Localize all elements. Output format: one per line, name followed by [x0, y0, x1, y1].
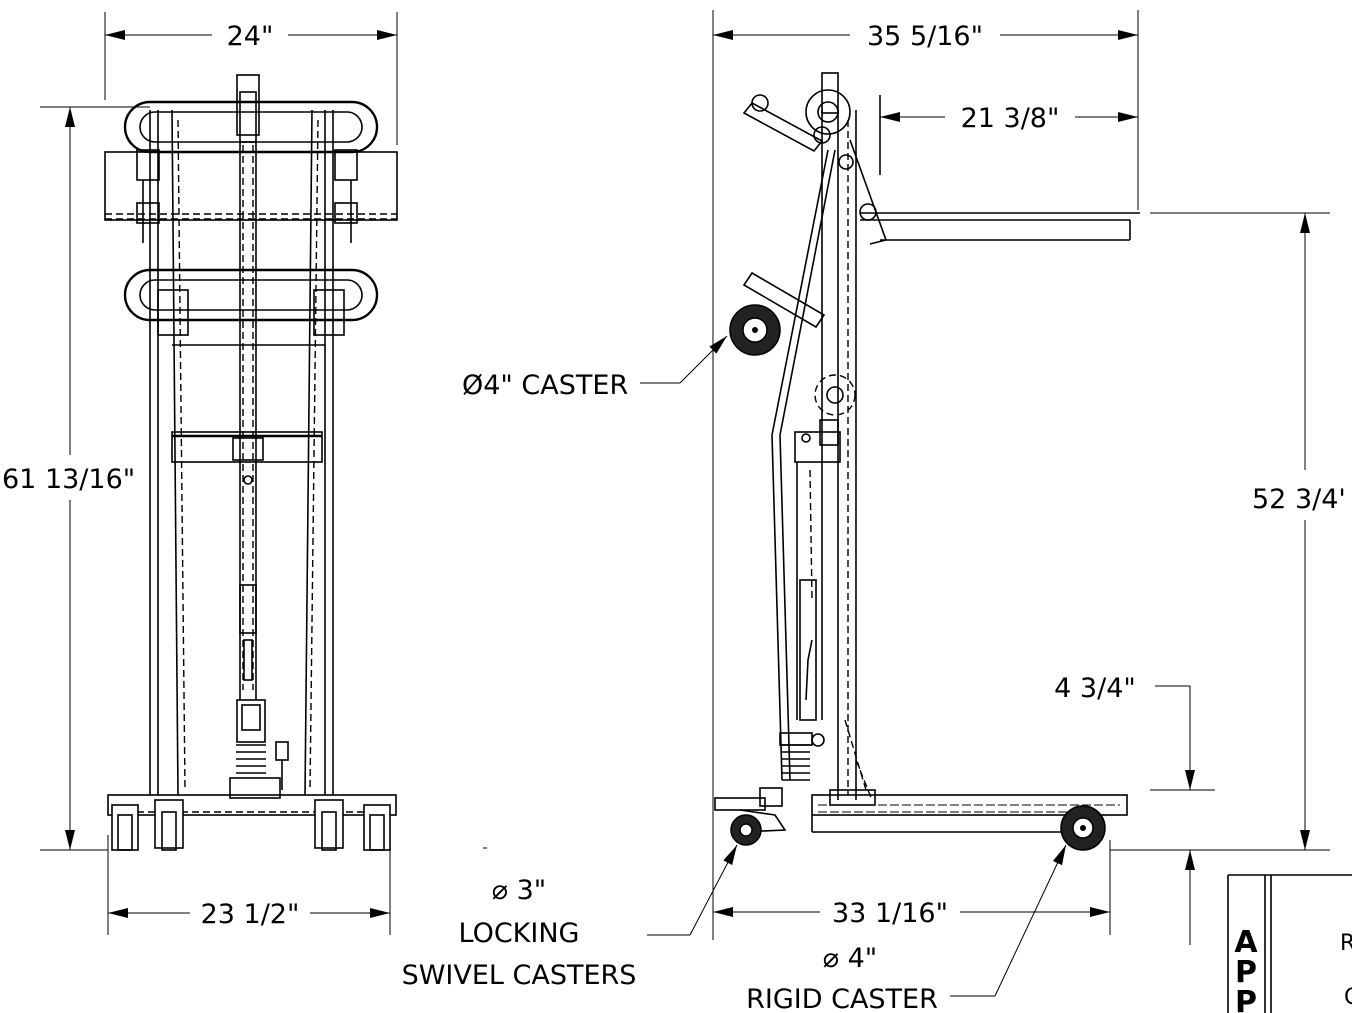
title-block-letter-p1: P: [1235, 955, 1257, 990]
title-block-letter-p2: P: [1235, 985, 1257, 1013]
front-view: [104, 74, 487, 851]
dim-side-platform-length: 21 3/8": [961, 103, 1060, 134]
front-casters: [111, 799, 391, 851]
callout-locking-line1: LOCKING: [459, 918, 580, 949]
callouts: Ø4" CASTER ⌀ 3" LOCKING SWIVEL CASTERS ⌀…: [402, 335, 1067, 1013]
callout-locking-diameter: ⌀ 3": [492, 875, 546, 906]
side-dimensions: 35 5/16" 21 3/8" 52 3/4' 4 3/4" 33 1/16": [712, 10, 1346, 945]
title-block: A P P R C: [1227, 874, 1352, 1013]
callout-caster-4: Ø4" CASTER: [462, 370, 628, 401]
callout-locking-line2: SWIVEL CASTERS: [402, 960, 637, 991]
title-block-row1: R: [1340, 931, 1352, 956]
dim-side-overall-length: 35 5/16": [867, 21, 983, 52]
title-block-row2: C: [1344, 985, 1352, 1010]
dim-front-width-bottom: 23 1/2": [201, 899, 300, 930]
dim-front-width-top: 24": [227, 21, 274, 52]
dim-side-lowered-height: 4 3/4": [1054, 673, 1136, 704]
side-view: [714, 72, 1140, 851]
dim-side-base-length: 33 1/16": [832, 898, 948, 929]
dim-front-height: 61 13/16": [2, 464, 135, 495]
front-dimensions: 24" 61 13/16" 23 1/2": [2, 12, 398, 935]
title-block-letter-a: A: [1234, 925, 1258, 960]
dim-side-lift-height: 52 3/4': [1252, 484, 1346, 515]
callout-rigid-label: RIGID CASTER: [746, 984, 938, 1013]
callout-rigid-diameter: ⌀ 4": [823, 943, 877, 974]
